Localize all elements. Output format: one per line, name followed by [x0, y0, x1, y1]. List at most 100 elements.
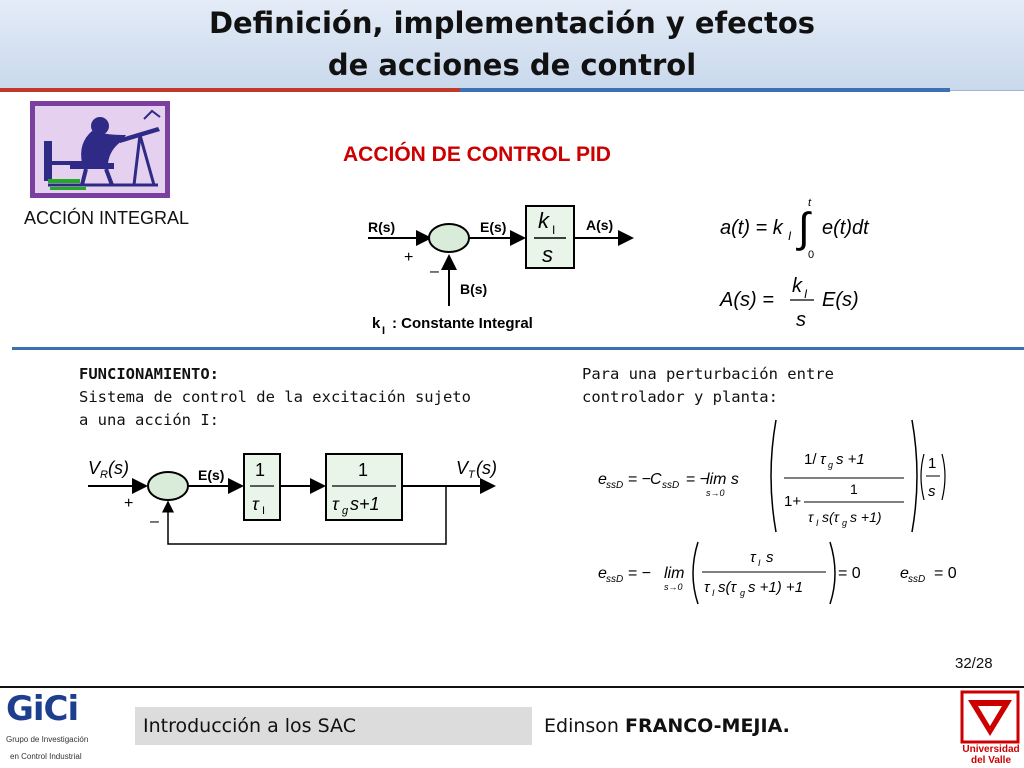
author-first: Edinson [544, 715, 625, 737]
svg-text:I: I [788, 229, 792, 243]
svg-text:I: I [816, 518, 819, 528]
svg-text:s: s [928, 483, 936, 500]
svg-text:g: g [828, 460, 833, 470]
svg-text:R: R [100, 469, 108, 481]
svg-text:e: e [598, 471, 607, 488]
course-label-box: Introducción a los SAC [135, 707, 532, 745]
svg-text:s+1: s+1 [350, 494, 380, 514]
svg-text:e(t)dt: e(t)dt [822, 217, 870, 239]
svg-text:= −: = − [628, 565, 651, 582]
gici-logo-text: GiCi [6, 689, 79, 729]
svg-text:= 0: = 0 [838, 565, 861, 582]
clipart-person-at-desk-icon [30, 101, 170, 198]
summing-junction-2 [147, 471, 189, 501]
svg-text:e: e [598, 565, 607, 582]
svg-text:τ: τ [332, 494, 340, 514]
svg-text:ssD: ssD [606, 574, 623, 585]
svg-text:C: C [650, 471, 662, 488]
section-divider [12, 347, 1024, 350]
svg-text:I: I [712, 588, 715, 598]
section-heading: ACCIÓN DE CONTROL PID [343, 143, 611, 166]
diagram1-plus: + [404, 249, 413, 266]
svg-text:s→0: s→0 [664, 582, 683, 592]
gici-logo-sub2: en Control Industrial [10, 752, 82, 761]
svg-text:A(s) =: A(s) = [719, 289, 774, 311]
title-bar [0, 0, 1024, 91]
title-accent-red [0, 88, 460, 92]
diagram2-error-label: E(s) [198, 467, 224, 483]
svg-text:(s): (s) [476, 458, 497, 478]
svg-text:1: 1 [928, 455, 936, 472]
svg-text:T: T [468, 469, 476, 481]
svg-text:s→0: s→0 [706, 488, 725, 498]
gici-logo: GiCi Grupo de Investigación en Control I… [6, 690, 92, 764]
block2-num: 1 [358, 460, 368, 480]
svg-text:s(τ: s(τ [718, 579, 737, 596]
svg-text:τ: τ [704, 579, 711, 596]
svg-text:V: V [456, 458, 470, 478]
block-diagram-excitation: V R (s) E(s) 1 τ I 1 τ g s+1 V T (s) + – [88, 453, 497, 545]
svg-text:E(s): E(s) [822, 289, 859, 311]
svg-text:= −: = − [686, 471, 709, 488]
svg-text:I: I [262, 505, 265, 517]
svg-text:= −: = − [628, 471, 651, 488]
svg-text:s +1): s +1) [850, 509, 882, 525]
diagram1-input-label: R(s) [368, 219, 395, 235]
title-accent-blue [460, 88, 950, 92]
block-den: s [542, 242, 553, 267]
steady-state-error-equations: e ssD = − C ssD = − lim s s→0 1/ τ g s +… [598, 419, 957, 605]
svg-text:τ: τ [820, 451, 827, 468]
svg-text:1/: 1/ [804, 451, 817, 468]
funcionamiento-heading: FUNCIONAMIENTO: [79, 365, 219, 383]
svg-text:g: g [342, 505, 349, 517]
diagram1-output-label: A(s) [586, 217, 613, 233]
univalle-label: Universidad del Valle [958, 744, 1024, 766]
svg-text:1: 1 [850, 481, 858, 497]
svg-text:τ: τ [808, 509, 814, 525]
svg-text:s(τ: s(τ [822, 509, 840, 525]
integral-equations: a(t) = k I ∫ t 0 e(t)dt A(s) = k I s E(s… [719, 197, 870, 331]
controller-block [243, 453, 281, 521]
course-label: Introducción a los SAC [143, 715, 356, 737]
diagram1-feedback-label: B(s) [460, 281, 487, 297]
svg-text:τ: τ [252, 494, 260, 514]
perturbacion-line2: controlador y planta: [582, 388, 778, 406]
caption-k-sub: I [382, 325, 385, 337]
summing-junction-1 [428, 223, 470, 253]
svg-text:g: g [842, 518, 847, 528]
block-num-sub: I [552, 223, 555, 237]
svg-text:I: I [804, 287, 808, 301]
diagram2-plus: + [124, 495, 133, 512]
svg-text:e: e [900, 565, 909, 582]
univalle-line1: Universidad [962, 744, 1020, 755]
svg-text:V: V [88, 458, 102, 478]
svg-text:s +1) +1: s +1) +1 [748, 579, 803, 596]
slide-title-line2: de acciones de control [327, 48, 697, 82]
funcionamiento-line2: a una acción I: [79, 411, 219, 429]
svg-text:ssD: ssD [908, 574, 925, 585]
univalle-logo-icon [960, 690, 1020, 744]
svg-text:ssD: ssD [606, 480, 623, 491]
svg-text:lim: lim [664, 565, 684, 582]
svg-text:∫: ∫ [796, 204, 812, 251]
svg-text:1+: 1+ [784, 493, 801, 510]
svg-text:0: 0 [808, 249, 814, 261]
funcionamiento-line1: Sistema de control de la excitación suje… [79, 388, 471, 406]
integral-block [525, 205, 575, 269]
svg-text:t: t [808, 197, 812, 209]
caption-k: k [372, 315, 381, 332]
block-num: k [538, 208, 550, 233]
slide-title-line1: Definición, implementación y efectos [208, 6, 816, 40]
diagram1-minus: – [430, 263, 439, 280]
diagram1-error-label: E(s) [480, 219, 506, 235]
page-number: 32/28 [955, 655, 993, 672]
svg-text:k: k [792, 275, 803, 297]
svg-text:s: s [766, 549, 774, 566]
footer-divider [0, 686, 1024, 688]
svg-text:ssD: ssD [662, 480, 679, 491]
svg-text:τ: τ [750, 549, 757, 566]
block-diagram-integral: R(s) E(s) k I s A(s) B(s) + – k I : Cons… [368, 205, 634, 337]
perturbacion-line1: Para una perturbación entre [582, 365, 834, 383]
caption-text: : Constante Integral [392, 315, 533, 332]
svg-text:s +1: s +1 [836, 451, 865, 468]
